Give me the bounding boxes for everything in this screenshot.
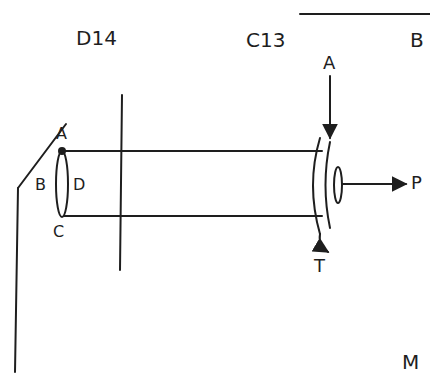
ring-arc [326,142,331,228]
point-label: A [56,126,67,142]
torque-arrow [320,234,328,252]
point-label: A [323,54,335,72]
point-label: P [411,174,422,192]
point-label: B [410,30,424,50]
plane-edge [15,188,18,372]
cylinder-edge [64,150,322,152]
end-ellipse [56,151,68,217]
point-label: T [314,257,325,275]
point-dot [59,148,65,154]
point-label: C [53,224,64,240]
point-label: M [402,352,419,372]
point-label: D14 [76,28,117,48]
cylinder-edge [64,215,322,217]
point-label: C13 [246,30,285,50]
wall-line [120,95,122,270]
force-arrow [342,183,406,185]
point-label: B [35,177,46,193]
point-label: D [73,177,85,193]
ring-ellipse [334,167,342,203]
over-line [300,13,430,15]
pointer-arrow [329,76,331,138]
ring-arc [313,138,320,234]
